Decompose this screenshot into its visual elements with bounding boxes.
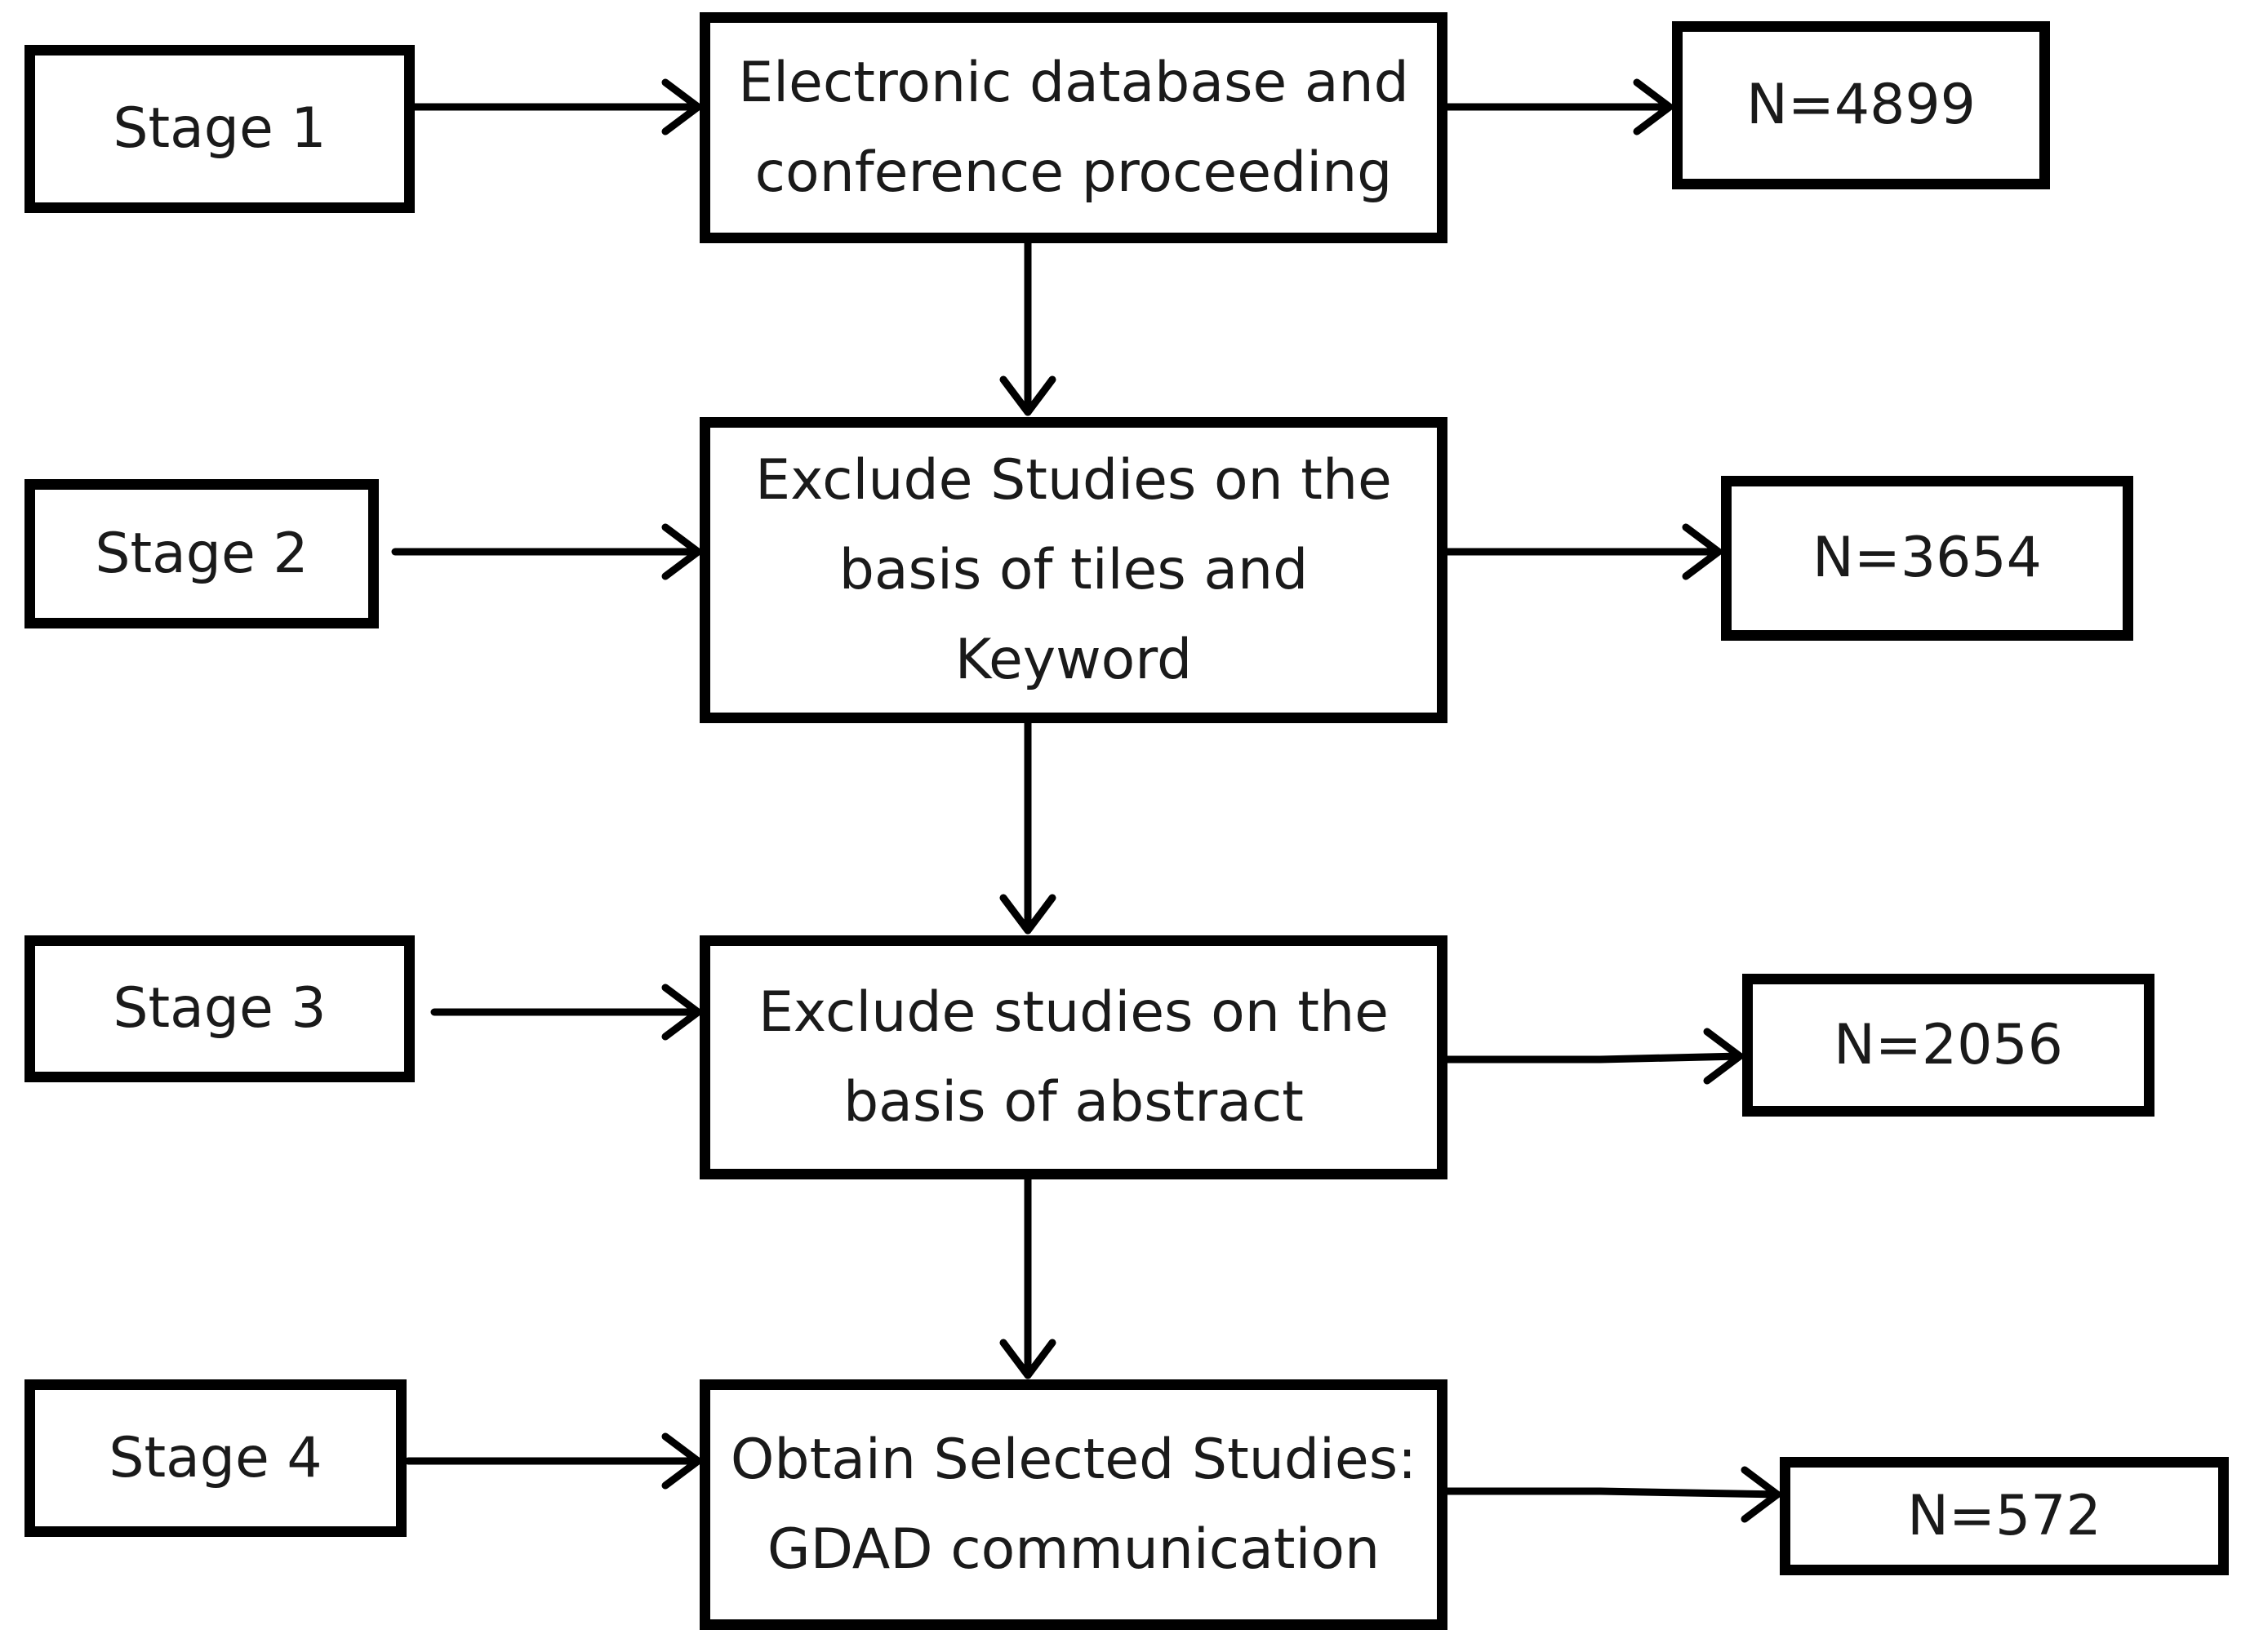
count-2-box: N=3654	[1721, 476, 2133, 641]
step-1-text: Electronic database and conference proce…	[738, 50, 1409, 205]
arrow-step3-to-count3	[1443, 1052, 1744, 1064]
arrowhead-step1-to-count1	[1633, 78, 1674, 135]
stage-1-box: Stage 1	[24, 45, 415, 213]
arrowhead-step2-to-count2	[1682, 523, 1723, 580]
arrowhead-stage4-to-step4	[661, 1432, 702, 1490]
arrowhead-step2-to-step3	[999, 894, 1056, 935]
arrow-step4-to-count4	[1443, 1487, 1781, 1499]
step-1-box: Electronic database and conference proce…	[700, 12, 1447, 243]
step-4-box: Obtain Selected Studies: GDAD communicat…	[700, 1379, 1447, 1630]
count-1-label: N=4899	[1746, 73, 1976, 137]
arrowhead-step1-to-step2	[999, 375, 1056, 416]
arrowhead-stage3-to-step3	[661, 984, 702, 1041]
stage-3-label: Stage 3	[113, 976, 327, 1041]
arrowhead-step4-to-count4	[1741, 1466, 1781, 1523]
step-2-text: Exclude Studies on the basis of tiles an…	[755, 447, 1392, 692]
count-4-box: N=572	[1780, 1457, 2229, 1575]
step-4-text: Obtain Selected Studies: GDAD communicat…	[730, 1427, 1417, 1582]
stage-3-box: Stage 3	[24, 935, 415, 1082]
count-1-box: N=4899	[1672, 21, 2050, 189]
step-3-text: Exclude studies on the basis of abstract	[758, 979, 1390, 1135]
step-2-box: Exclude Studies on the basis of tiles an…	[700, 417, 1447, 723]
arrowhead-stage1-to-step1	[661, 78, 702, 135]
arrowhead-step3-to-step4	[999, 1339, 1056, 1379]
count-4-label: N=572	[1907, 1483, 2101, 1548]
count-3-label: N=2056	[1834, 1012, 2063, 1077]
stage-4-label: Stage 4	[109, 1425, 322, 1490]
arrowhead-stage2-to-step2	[661, 523, 702, 580]
stage-2-label: Stage 2	[95, 521, 309, 586]
stage-2-box: Stage 2	[24, 479, 379, 628]
stage-1-label: Stage 1	[113, 96, 327, 161]
arrowhead-step3-to-count3	[1703, 1028, 1744, 1085]
count-3-box: N=2056	[1742, 974, 2154, 1117]
count-2-label: N=3654	[1812, 526, 2042, 590]
stage-4-box: Stage 4	[24, 1379, 407, 1537]
step-3-box: Exclude studies on the basis of abstract	[700, 935, 1447, 1179]
